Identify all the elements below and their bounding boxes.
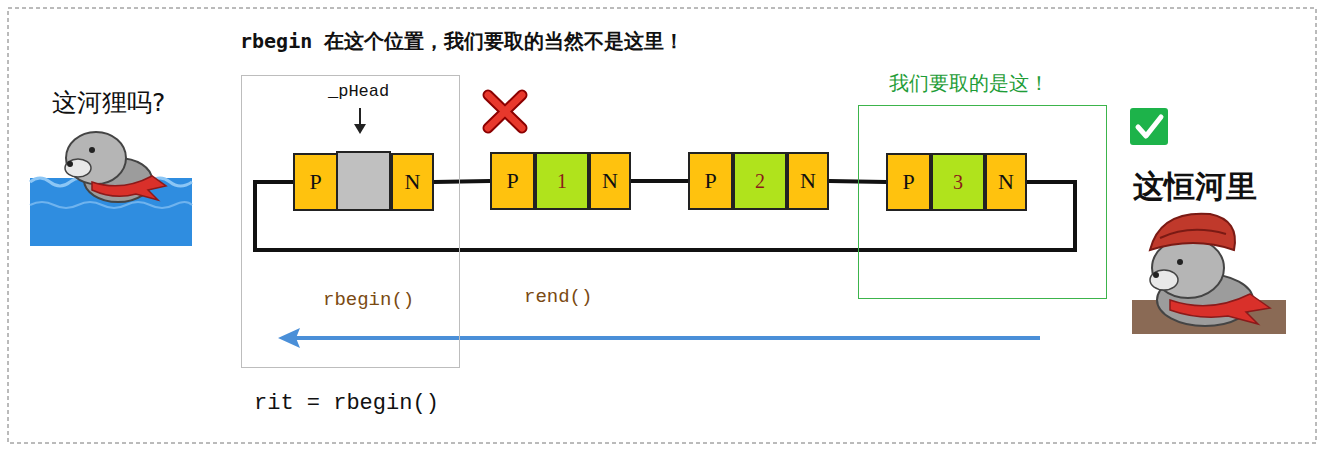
data-value: 3 [953,171,963,194]
pointer-cell: P [886,153,931,211]
pointer-cell: P [293,153,338,211]
target-caption: 我们要取的是这！ [889,70,1049,97]
pointer-cell: N [589,152,631,210]
pointer-letter: N [405,169,421,195]
iterator-call: rbegin() [323,289,414,311]
pointer-letter: P [506,168,518,194]
pointer-name: _pHead [328,82,389,101]
wrong-mark [488,95,522,128]
beaver-meme-left [30,132,192,246]
outer-border [8,8,1316,443]
pointer-letter: N [602,168,618,194]
pointer-letter: N [800,168,816,194]
pointer-cell: P [688,152,733,210]
target-box: 我们要取的是这！P3N [858,105,1107,299]
heading-note: rbegin 在这个位置，我们要取的当然不是这里！ [240,28,684,55]
pointer-arrowhead [354,124,366,134]
data-cell: 2 [733,152,787,210]
pointer-letter: P [902,169,914,195]
meme-caption: 这恒河里 [1133,166,1257,208]
pointer-letter: P [704,168,716,194]
link-line [434,181,490,182]
iterator-call: rend() [524,286,592,308]
code-line: rit = rbegin() [254,391,439,416]
pointer-letter: N [998,169,1014,195]
pointer-cell: P [490,152,535,210]
link-line [631,179,688,183]
pointer-cell: N [985,153,1027,211]
pointer-letter: P [309,169,321,195]
pointer-cell: N [787,152,829,210]
data-value: 1 [557,170,567,193]
highlight-box: _pHead rbegin() P N [241,75,460,368]
head-data-cell [337,152,390,210]
check-mark [1130,108,1168,145]
pointer-cell: N [391,153,434,211]
beaver-meme-right [1132,214,1286,334]
data-cell: 1 [535,152,589,210]
traverse-arrow [295,336,1040,340]
data-cell: 3 [931,153,985,211]
meme-caption: 这河狸吗? [52,86,165,119]
traverse-arrowhead [278,328,300,348]
data-value: 2 [755,170,765,193]
